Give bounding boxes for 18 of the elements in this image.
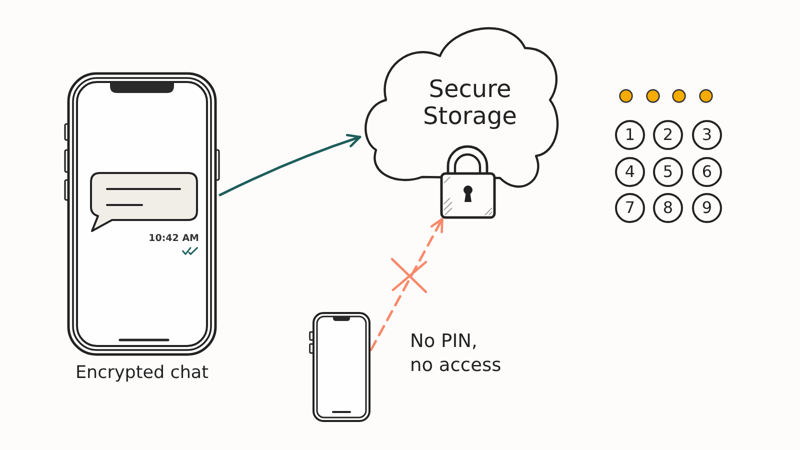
keypad-key: 4: [615, 157, 645, 187]
keypad-key: 8: [653, 193, 683, 223]
node-label: Encrypted chat: [74, 362, 210, 385]
keypad-key: 6: [692, 157, 722, 187]
keypad-key: 3: [692, 120, 722, 150]
keypad-key: 1: [615, 120, 645, 150]
keypad-key: 7: [615, 193, 645, 223]
keypad-key: 2: [653, 120, 683, 150]
smartphone: [309, 312, 371, 422]
cloud-label: Secure Storage: [422, 76, 518, 130]
keypad-key: 5: [653, 157, 683, 187]
keypad-key: 9: [692, 193, 722, 223]
padlock: [440, 146, 496, 219]
arrow: [218, 134, 362, 196]
dashed-arrow: [370, 218, 444, 352]
node-label: No PIN, no access: [410, 330, 502, 378]
timestamp: 10:42 AM: [148, 233, 199, 245]
smartphone: [64, 72, 220, 356]
